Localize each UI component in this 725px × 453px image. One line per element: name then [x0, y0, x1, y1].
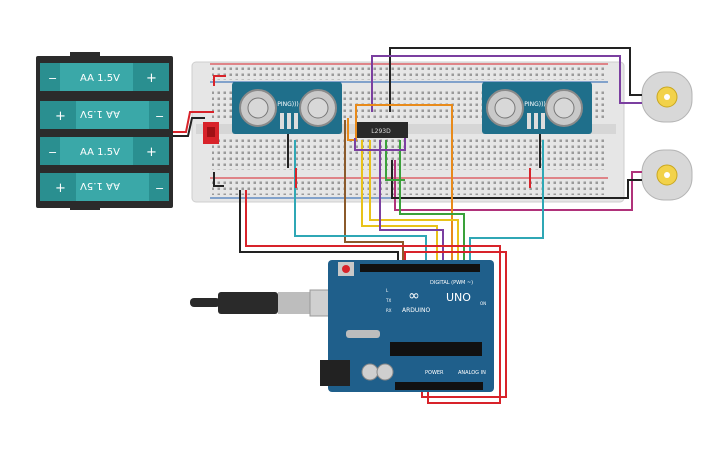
battery-cell-3: − AA 1.5V +: [40, 137, 169, 165]
cell-1-pos: +: [146, 71, 157, 86]
cell-2-label: AA 1.5V: [80, 108, 120, 119]
cell-3-label: AA 1.5V: [80, 147, 120, 158]
slide-switch[interactable]: [203, 122, 219, 144]
cell-1-neg: −: [48, 72, 57, 85]
cell-2-pos: +: [55, 109, 66, 124]
ic-label: L293D: [371, 128, 391, 135]
battery-pack[interactable]: − AA 1.5V + AA 1.5V + − − AA 1.5V +: [36, 52, 173, 210]
analog-header-label: ANALOG IN: [458, 370, 486, 376]
battery-leads: [173, 111, 214, 137]
dc-motor-top[interactable]: [641, 71, 693, 123]
battery-cell-1: − AA 1.5V +: [40, 63, 169, 91]
arduino-brand: ARDUINO: [402, 307, 431, 314]
battery-cell-2: AA 1.5V + −: [40, 101, 169, 129]
dc-motor-bottom[interactable]: [641, 149, 693, 201]
arduino-logo-icon: ∞: [408, 288, 420, 304]
cell-3-pos: +: [146, 145, 157, 160]
digital-header-label: DIGITAL (PWM ~): [430, 280, 473, 286]
cell-4-pos: +: [55, 181, 66, 196]
cell-3-neg: −: [48, 146, 57, 159]
arduino-model: UNO: [446, 291, 471, 304]
tx-led-label: TX: [385, 298, 391, 303]
wires[interactable]: [213, 47, 642, 404]
cell-2-neg: −: [155, 110, 164, 123]
power-header-label: POWER: [425, 370, 444, 376]
l-led-label: L: [386, 288, 389, 293]
battery-cell-4: AA 1.5V + −: [40, 173, 169, 201]
ultrasonic-sensor-left[interactable]: PING))): [232, 82, 342, 134]
arduino-uno-board[interactable]: ∞ UNO ARDUINO DIGITAL (PWM ~) POWER ANAL…: [320, 260, 494, 392]
cell-4-neg: −: [155, 182, 164, 195]
rx-led-label: RX: [386, 308, 392, 313]
cell-4-label: AA 1.5V: [80, 180, 120, 191]
usb-cable[interactable]: [190, 289, 339, 317]
cell-1-label: AA 1.5V: [80, 73, 120, 84]
motor-driver-ic[interactable]: L293D: [355, 122, 408, 138]
sensor-right-label: PING))): [524, 101, 546, 108]
ultrasonic-sensor-right[interactable]: PING))): [482, 82, 592, 134]
sensor-left-label: PING))): [277, 101, 299, 108]
on-led-label: ON: [480, 301, 486, 306]
